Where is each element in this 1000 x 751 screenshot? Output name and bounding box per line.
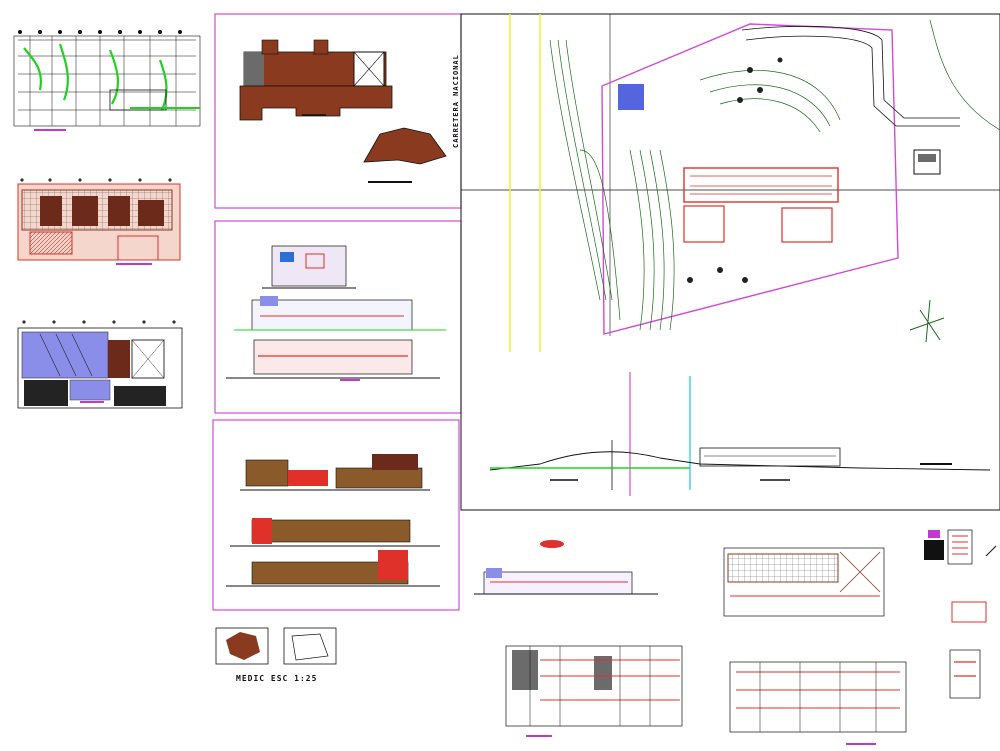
- floor-plan-3: [17, 320, 183, 409]
- bottom-plan-right: [729, 661, 907, 745]
- floor-plan-1: [13, 30, 201, 131]
- north-arrow-icon: [909, 299, 945, 343]
- roof-plan-panel: [214, 13, 462, 209]
- bottom-plan-middle: [723, 547, 885, 617]
- bottom-plan-left: [505, 645, 683, 737]
- floor-plan-2: [17, 178, 181, 265]
- thumbnail-site: [283, 627, 337, 665]
- sections-panel: [214, 220, 462, 414]
- site-plan: [460, 13, 1000, 511]
- legend-block: [924, 529, 997, 699]
- road-label: CARRETERA NACIONAL: [452, 54, 460, 148]
- thumbnail-roof: [215, 627, 269, 665]
- section-marker-icon: [985, 545, 997, 557]
- bottom-section: [474, 540, 658, 595]
- footer-label: MEDIC ESC 1:25: [236, 674, 318, 683]
- elevations-panel: [212, 419, 460, 611]
